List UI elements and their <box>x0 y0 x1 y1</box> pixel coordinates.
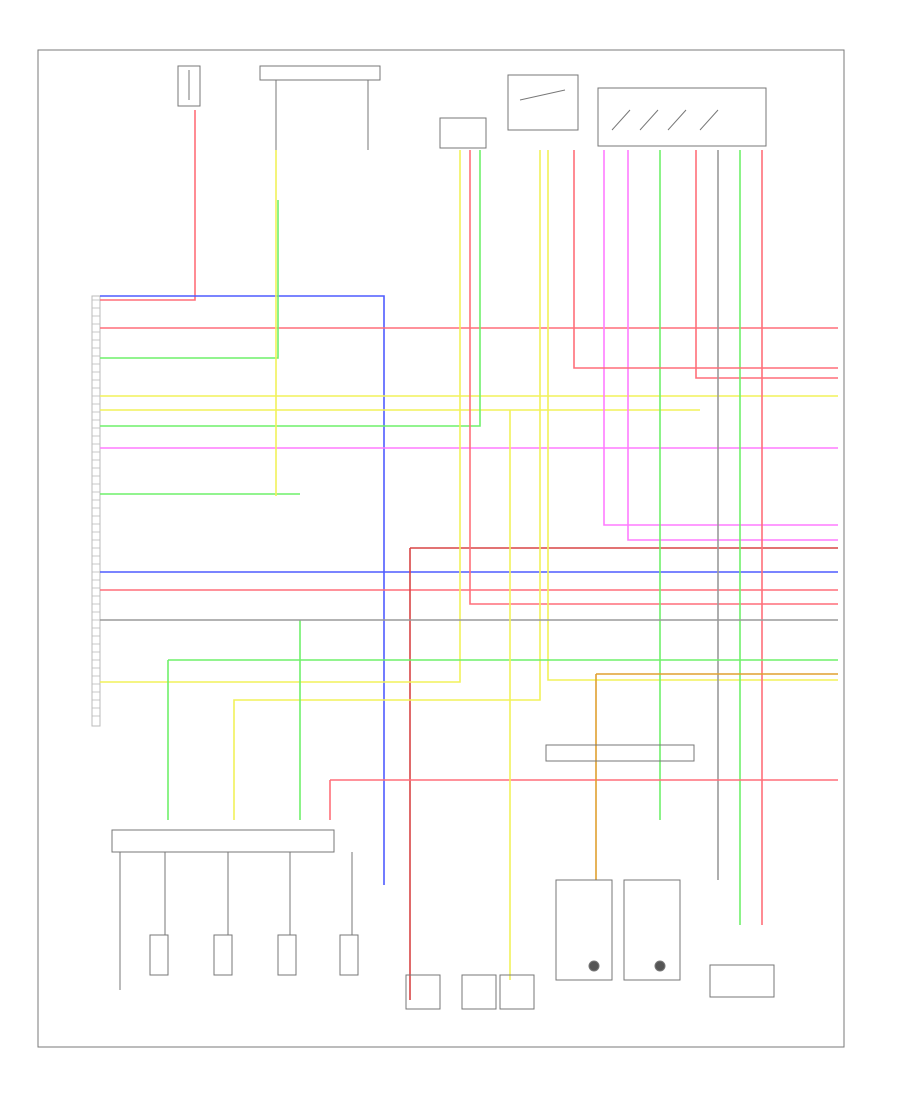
wire-25 <box>573 150 838 369</box>
injector-3 <box>277 934 297 976</box>
wire-2 <box>100 295 385 885</box>
wire-5 <box>100 200 279 359</box>
fuse-box-2 <box>259 65 381 81</box>
sensor-b3 <box>499 974 535 1010</box>
injector-1 <box>149 934 169 976</box>
sensor-b2 <box>461 974 497 1010</box>
wire-8 <box>100 150 481 427</box>
multi-switch <box>597 87 767 147</box>
wire-18 <box>603 150 838 526</box>
top-components <box>177 65 767 150</box>
fuse-box-1 <box>177 65 201 107</box>
o2-sensor-1 <box>555 879 613 981</box>
ecm-pin-ticks <box>92 299 100 717</box>
bottom-sensors <box>405 744 775 1010</box>
wire-21 <box>695 150 838 379</box>
ecm-pin-column <box>91 295 101 727</box>
sensor-b1 <box>405 974 441 1010</box>
o2-sensor-2 <box>623 879 681 981</box>
wire-16 <box>547 150 838 681</box>
wire-15 <box>100 150 461 683</box>
injector-bus <box>111 829 335 853</box>
wire-17 <box>233 150 541 820</box>
wire-1 <box>100 110 196 301</box>
injector-4 <box>339 934 359 976</box>
diagram-border <box>37 49 845 1048</box>
o2-group <box>545 744 695 762</box>
wire-harness <box>100 110 838 1000</box>
wire-19 <box>627 150 838 541</box>
switch-top <box>507 74 579 131</box>
sensor-b4 <box>709 964 775 998</box>
injector-2 <box>213 934 233 976</box>
wire-14 <box>469 150 838 605</box>
injector-block <box>111 829 359 990</box>
sensor-top-1 <box>439 117 487 149</box>
